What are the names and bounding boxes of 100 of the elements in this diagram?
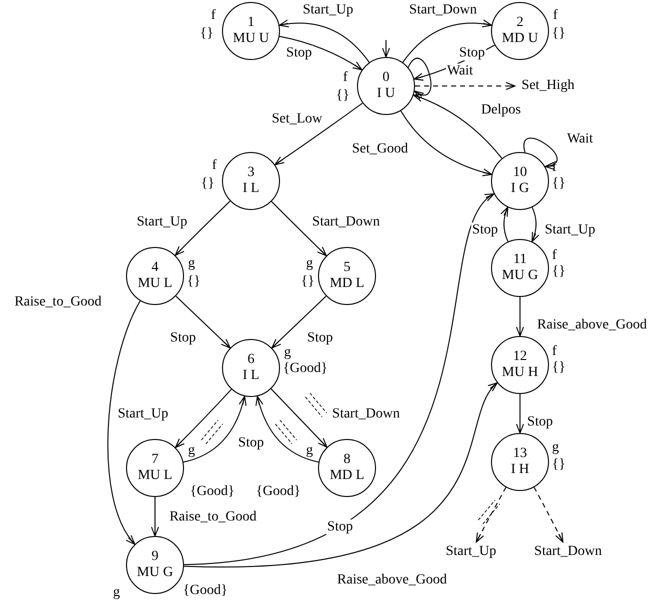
state-annotation: {} <box>200 26 214 42</box>
transition-arrow <box>270 388 328 448</box>
transition-arrow <box>175 388 232 448</box>
state-label: 6 <box>248 352 254 368</box>
state-circle <box>357 57 415 115</box>
edge-label: Set_Low <box>270 112 324 126</box>
state-annotation: {Good} <box>183 583 228 599</box>
state-label: 4 <box>152 260 158 276</box>
transition-arrow <box>402 20 492 63</box>
edge-label: Start_Up <box>116 406 170 422</box>
state-label: 11 <box>513 252 527 268</box>
state-label: 8 <box>344 452 350 468</box>
state-label: MU G <box>502 268 538 284</box>
state-label: 10 <box>513 165 527 181</box>
edge-label: Start_Up <box>136 214 188 230</box>
transition-arrow <box>184 382 498 567</box>
state-label: 13 <box>513 446 527 462</box>
state-label: MU H <box>502 365 538 381</box>
state-label: MU L <box>138 276 172 292</box>
state-annotation: g <box>113 585 120 601</box>
transition-arrow <box>278 20 370 63</box>
state-label: I G <box>510 181 530 197</box>
edge-label: Stop <box>169 330 197 346</box>
state-label: MU G <box>136 565 174 581</box>
state-label: 9 <box>152 549 158 565</box>
transition-arrow <box>107 300 141 545</box>
state-label: 7 <box>152 452 158 468</box>
state-annotation: f <box>552 344 557 360</box>
state-annotation: {} <box>552 457 566 473</box>
state-annotation: f <box>552 248 557 264</box>
state-annotation: {} <box>552 176 566 192</box>
transition-arrow <box>476 486 506 542</box>
transition-arrow <box>523 138 558 169</box>
edge-label: Stop <box>237 436 265 450</box>
transition-arrow <box>256 396 320 463</box>
state-annotation: {Good} <box>190 484 235 500</box>
transition-arrow <box>534 486 564 542</box>
event-label: Start_Down <box>534 544 602 560</box>
state-circle <box>126 247 184 305</box>
state-annotation: {} <box>201 176 214 192</box>
state-circle <box>222 339 280 397</box>
edge-label: Raise_above_Good <box>536 318 648 332</box>
state-label: 12 <box>513 349 527 365</box>
edge-label: Delpos <box>480 102 522 118</box>
edge-label: Set_Good <box>351 142 409 156</box>
state-annotation: {} <box>552 264 566 280</box>
state-annotation: g <box>306 256 313 272</box>
transition-arrow <box>271 296 327 348</box>
transition-arrow <box>279 36 362 70</box>
state-annotation: f <box>212 158 217 174</box>
state-label: MD U <box>502 31 538 47</box>
state-label: 5 <box>344 260 350 276</box>
transition-arrow <box>516 394 524 434</box>
edge-label: Start_Down <box>408 2 478 18</box>
edge-label: Stop <box>458 46 486 60</box>
state-annotation: f <box>553 8 558 24</box>
state-label: MU L <box>138 468 172 484</box>
state-label: I L <box>242 181 260 197</box>
transition-arrow <box>151 496 159 536</box>
state-label: 0 <box>382 70 390 86</box>
state-annotation: {} <box>552 360 566 376</box>
transition-arrow <box>271 201 327 256</box>
state-label: 1 <box>248 15 254 31</box>
state-annotation: f <box>343 70 348 86</box>
state-annotation: f <box>211 8 216 24</box>
transition-arrow <box>413 94 502 159</box>
state-circle <box>491 152 549 210</box>
edge-label: Start_Up <box>544 222 596 238</box>
state-label: MD L <box>330 276 364 292</box>
state-label: I H <box>510 462 530 478</box>
transition-arrow <box>175 296 231 348</box>
state-annotation: {Good} <box>283 361 328 377</box>
state-annotation: g <box>552 440 559 456</box>
state-label: I L <box>242 368 260 384</box>
state-label: MD L <box>330 468 364 484</box>
state-circle <box>222 152 280 210</box>
state-circle <box>318 439 376 497</box>
state-annotation: g <box>188 256 195 272</box>
edge-label: Start_Down <box>311 214 381 230</box>
state-annotation: g <box>306 443 313 459</box>
edge-label: Stop <box>326 520 354 534</box>
edge-label: Start_Up <box>302 2 354 18</box>
transition-arrow <box>184 193 494 566</box>
state-annotation: {Good} <box>256 484 301 500</box>
event-label: Start_Up <box>446 544 496 560</box>
edge-label: Raise_to_Good <box>168 510 258 524</box>
state-label: 2 <box>516 15 524 31</box>
transition-arrow <box>532 206 540 242</box>
state-label: I U <box>376 86 396 102</box>
state-annotation: {} <box>187 274 200 290</box>
transition-arrow <box>516 296 524 336</box>
transition-arrow <box>382 40 390 58</box>
transition-arrow <box>400 110 492 176</box>
edge-label: Raise_to_Good <box>13 294 103 310</box>
edge-label: Stop <box>526 414 554 430</box>
transition-arrow <box>408 58 432 99</box>
state-annotation: {} <box>301 274 314 290</box>
transition-arrow <box>182 396 246 463</box>
state-annotation: g <box>284 345 291 361</box>
transition-arrow <box>500 206 508 242</box>
